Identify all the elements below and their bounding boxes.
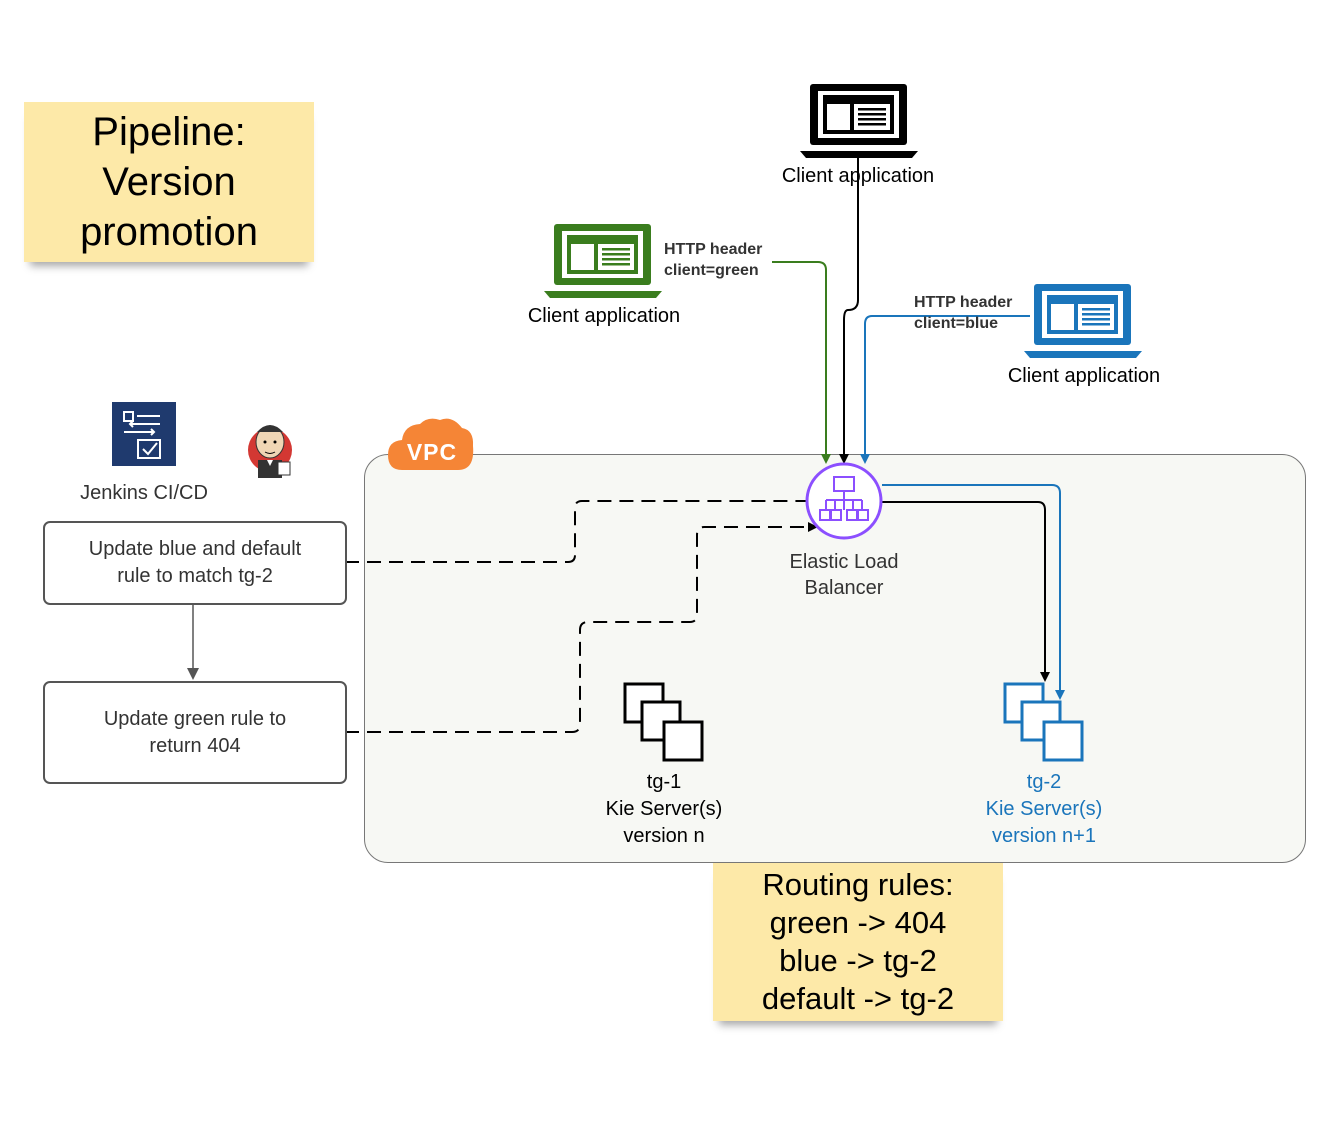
step-update-green[interactable]: Update green rule to return 404: [43, 681, 347, 784]
green-client-label: Client application: [527, 305, 681, 327]
default-laptop-icon: [800, 84, 918, 158]
routing-rules-note: Routing rules: green -> 404 blue -> tg-2…: [713, 863, 1003, 1021]
tg2-label: tg-2 Kie Server(s) version n+1: [954, 769, 1134, 850]
blue-client-label: Client application: [1007, 365, 1161, 387]
default-client-label: Client application: [781, 165, 935, 187]
elb-icon: [805, 462, 883, 540]
jenkins-butler-icon: [248, 425, 292, 478]
blue-laptop-icon: [1024, 284, 1142, 358]
elb-to-tg2-default: [882, 501, 1050, 682]
elb-label-line: Elastic Load: [789, 551, 899, 573]
tg1-label-line: version n: [623, 825, 705, 847]
jenkins-label: Jenkins CI/CD: [80, 482, 208, 504]
elb-label: Elastic Load Balancer: [764, 549, 924, 601]
blue-header-label: HTTP header client=blue: [914, 292, 1012, 334]
tg1-label-line: Kie Server(s): [605, 798, 723, 820]
step-text-line: rule to match tg-2: [117, 565, 273, 587]
tg2-label-line: version n+1: [992, 825, 1096, 847]
green-laptop-icon: [544, 224, 662, 298]
blue-header-line: HTTP header: [914, 294, 1013, 311]
green-header-line: client=green: [664, 262, 759, 279]
green-header-line: HTTP header: [664, 241, 763, 258]
title-line: promotion: [80, 210, 258, 254]
green-header-label: HTTP header client=green: [664, 239, 762, 281]
step1-dashed-connector: [345, 496, 818, 563]
title-line: Version: [102, 160, 236, 204]
blue-client-connector: [860, 315, 1030, 464]
pipeline-icon: [112, 402, 176, 466]
tg1-label: tg-1 Kie Server(s) version n: [574, 769, 754, 850]
routing-rule-line: green -> 404: [769, 905, 947, 940]
green-client-connector: [772, 261, 831, 464]
step-update-blue-default[interactable]: Update blue and default rule to match tg…: [43, 521, 347, 605]
vpc-cloud-icon: [388, 418, 474, 470]
tg1-servers-icon: [623, 682, 704, 762]
step-text-line: return 404: [149, 734, 241, 757]
vpc-badge-text: VPC: [406, 439, 458, 465]
tg1-label-line: tg-1: [646, 771, 682, 793]
routing-rule-line: default -> tg-2: [761, 981, 955, 1016]
tg2-label-line: Kie Server(s): [985, 798, 1103, 820]
elb-to-tg2-blue: [882, 484, 1065, 700]
routing-rule-line: blue -> tg-2: [779, 943, 937, 978]
step-text-line: Update green rule to: [103, 707, 287, 730]
tg2-servers-icon: [1003, 682, 1084, 762]
routing-rule-line: Routing rules:: [762, 867, 954, 902]
default-client-connector: [839, 157, 859, 464]
step2-dashed-connector: [345, 522, 818, 733]
tg2-label-line: tg-2: [1026, 771, 1062, 793]
elb-label-line: Balancer: [804, 577, 884, 599]
blue-header-line: client=blue: [914, 315, 999, 332]
title-line: Pipeline:: [92, 110, 246, 154]
step-text-line: Update blue and default: [88, 538, 302, 560]
title-note: Pipeline: Version promotion: [24, 102, 314, 262]
